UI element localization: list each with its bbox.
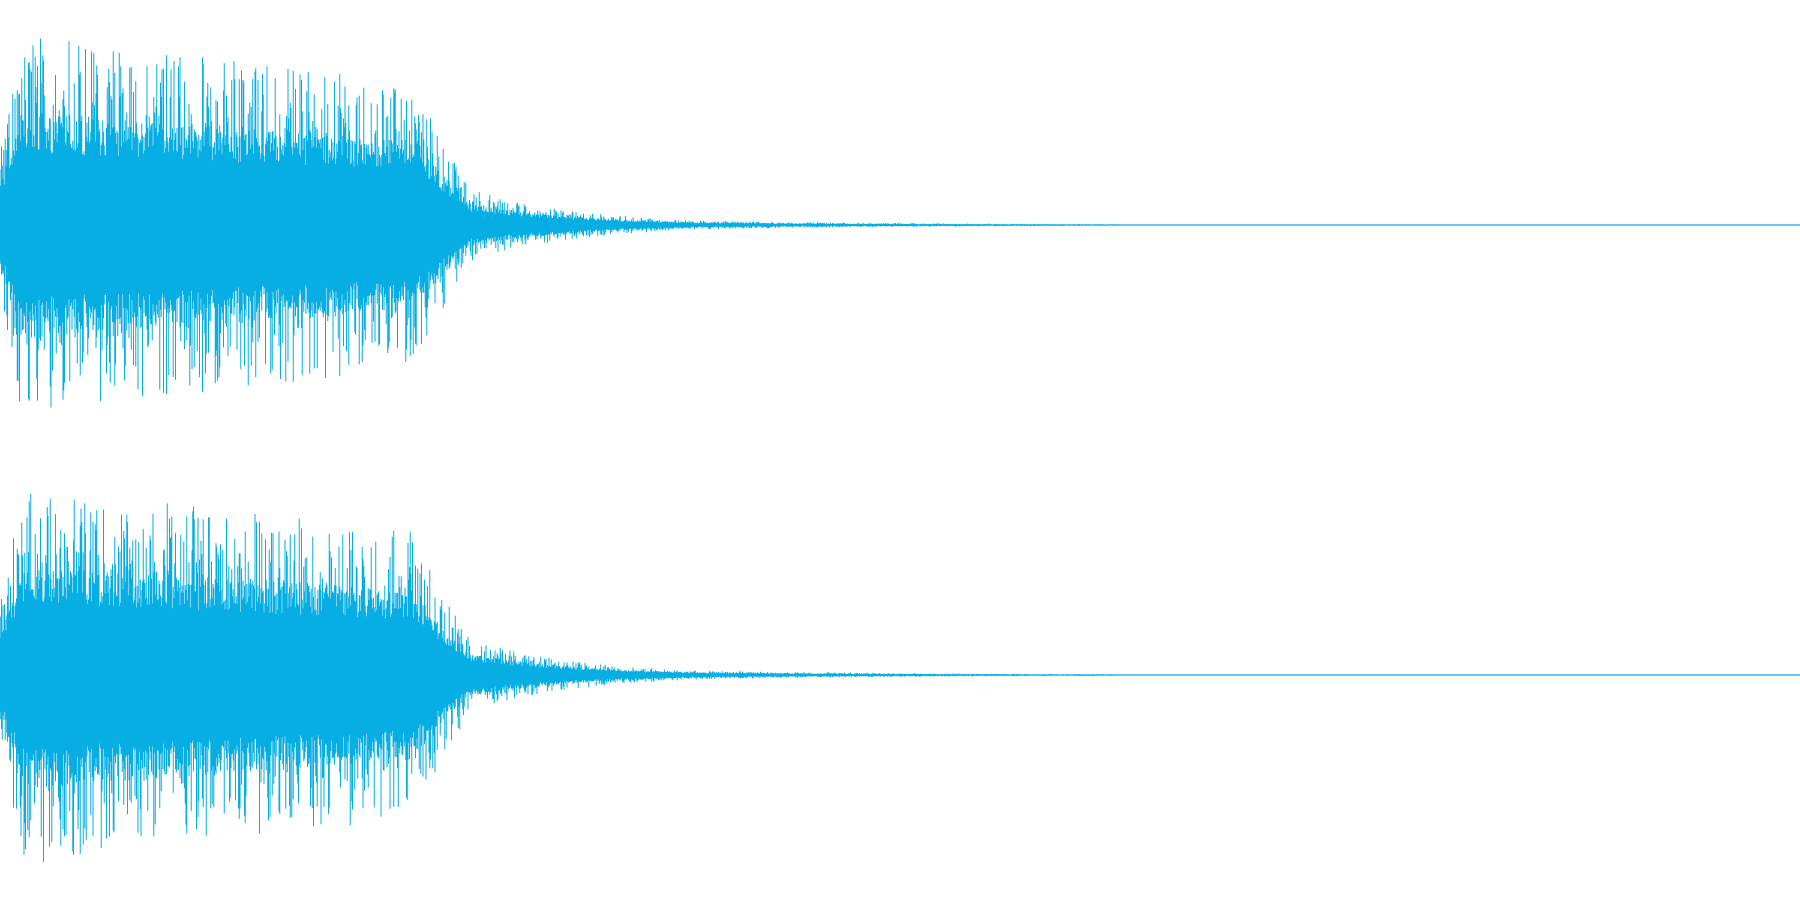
right-channel-waveform — [0, 493, 1800, 862]
left-channel-core — [0, 164, 700, 286]
left-channel-waveform — [0, 38, 1800, 408]
right-channel-core — [0, 614, 700, 736]
